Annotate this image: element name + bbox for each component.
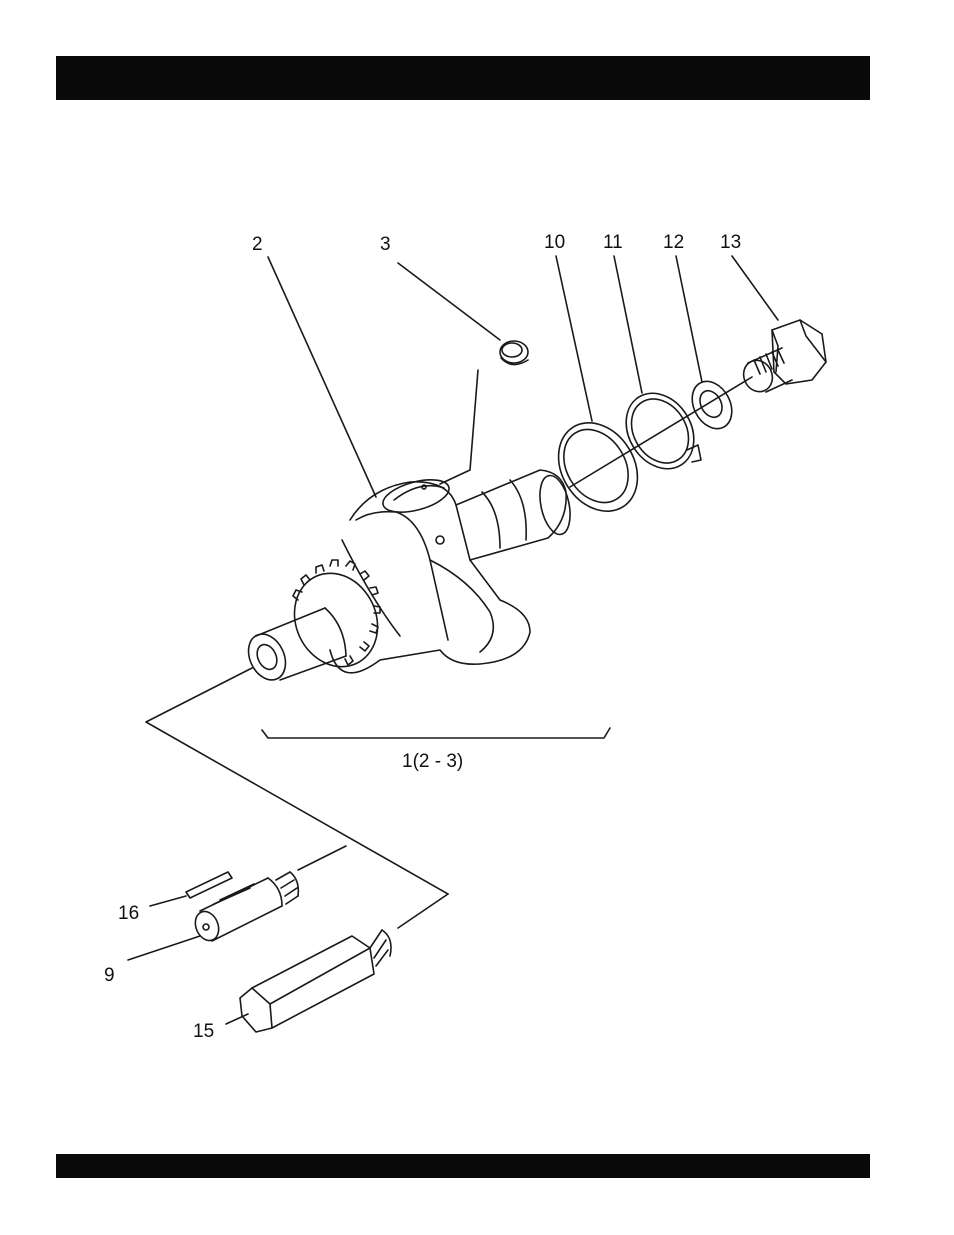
label-part-16: 16 [118,903,139,924]
ring-part-10 [543,408,654,526]
leader-3 [398,263,500,340]
tool-leader-9 [298,846,346,870]
label-part-12: 12 [663,232,684,253]
shaft-tool-part-9 [128,872,298,960]
tool-leader-main [146,668,448,894]
label-part-2: 2 [252,234,263,255]
bolt-part-13 [739,320,826,396]
hex-tool-part-15 [226,930,391,1032]
label-assembly: 1(2 - 3) [402,751,463,772]
label-part-9: 9 [104,965,115,986]
label-part-15: 15 [193,1021,214,1042]
leader-10 [556,256,592,421]
label-part-3: 3 [380,234,391,255]
label-part-11: 11 [603,232,623,253]
label-part-13: 13 [720,232,741,253]
crankshaft-part-2 [241,470,574,686]
leader-13 [732,256,778,320]
plug-part-3 [500,341,528,365]
tool-leader-15 [398,894,448,928]
leader-3-bracket [440,370,478,484]
leader-11 [614,256,642,393]
washer-part-12 [684,374,739,435]
label-part-10: 10 [544,232,565,253]
leader-2 [268,257,376,497]
leader-12 [676,256,702,382]
assembly-bracket [262,728,610,738]
